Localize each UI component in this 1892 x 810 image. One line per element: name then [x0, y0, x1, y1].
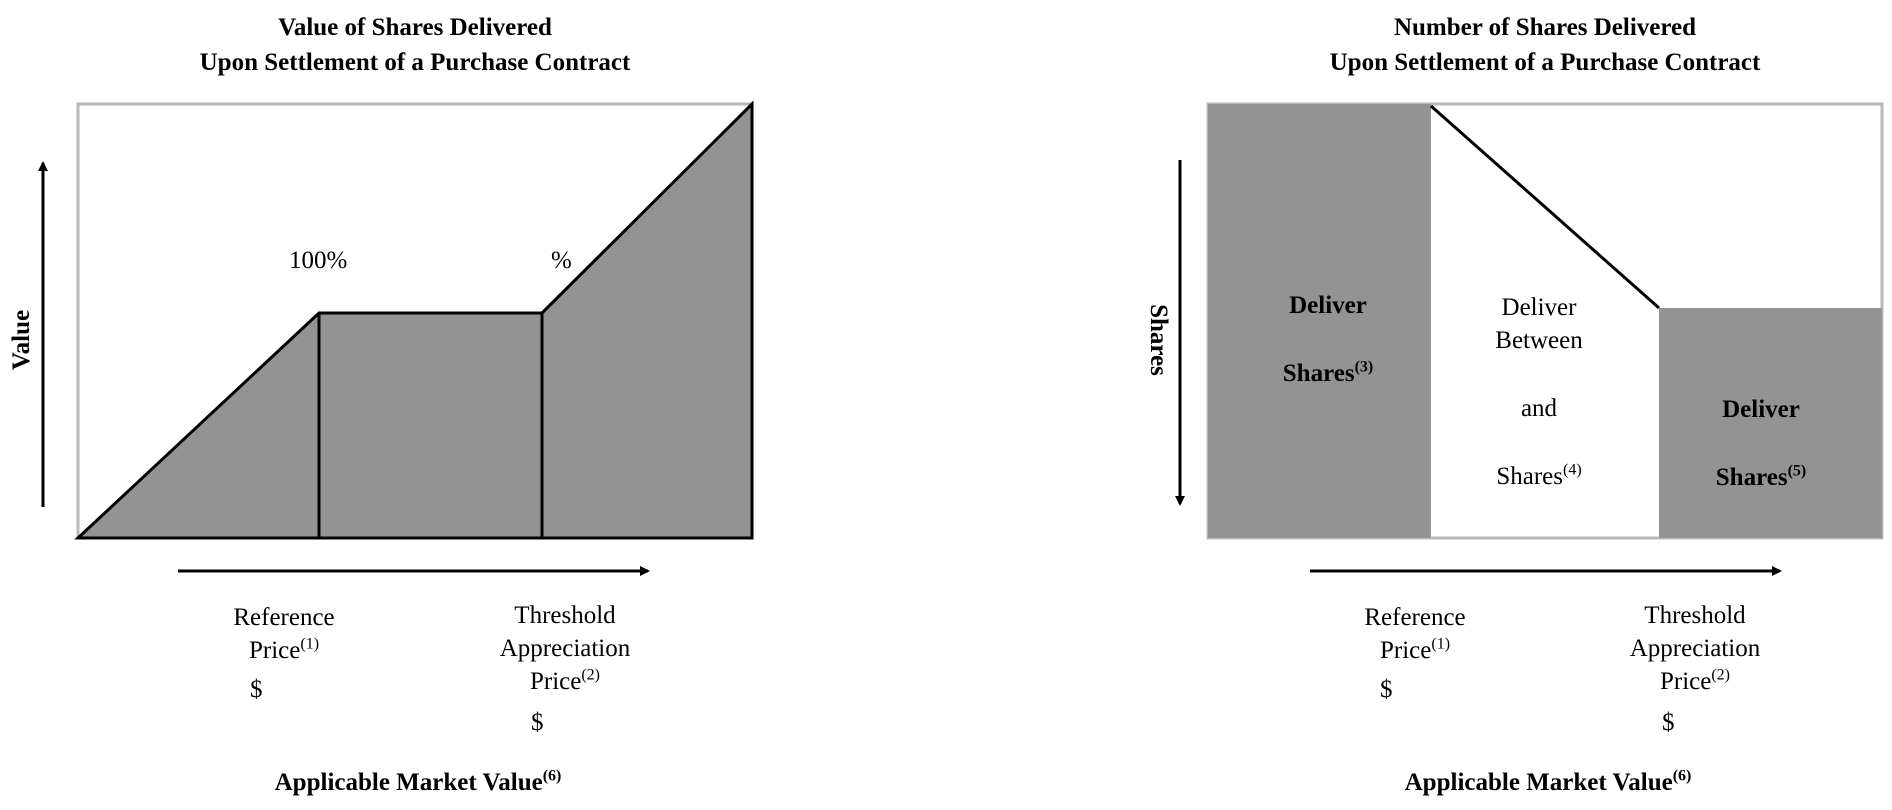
- region1-note: (3): [1354, 358, 1374, 376]
- right-threshold-price-value: $: [1662, 709, 1675, 736]
- right-y-axis-label: Shares: [1145, 304, 1172, 376]
- right-x-axis-label: Applicable Market Value(6): [1405, 766, 1692, 799]
- left-thr-line1: Threshold: [514, 602, 616, 629]
- left-thr-line3: Price: [529, 668, 582, 695]
- left-x-axis-note: (6): [542, 767, 562, 785]
- left-x-axis-text: Applicable Market Value: [274, 769, 543, 796]
- left-y-axis-label: Value: [8, 309, 35, 371]
- label-100-percent: 100%: [289, 247, 348, 274]
- right-ref-line2: Price: [1379, 637, 1432, 664]
- region2-line4: Shares: [1496, 463, 1563, 490]
- right-region-2-label: Deliver Between and Shares(4): [1495, 291, 1582, 493]
- right-x-axis-note: (6): [1672, 767, 1692, 785]
- region2-line1: Deliver: [1501, 294, 1577, 321]
- right-region-1: [1208, 104, 1431, 538]
- right-region-3: [1659, 308, 1882, 538]
- region2-line2: Between: [1495, 327, 1583, 354]
- right-reference-price: Reference Price(1): [1364, 601, 1465, 667]
- region1-line1: Deliver: [1289, 292, 1367, 319]
- left-title-line2: Upon Settlement of a Purchase Contract: [199, 49, 631, 76]
- right-thr-line3: Price: [1659, 668, 1712, 695]
- left-title-line1: Value of Shares Delivered: [278, 14, 552, 41]
- right-title-line1: Number of Shares Delivered: [1393, 14, 1697, 41]
- region3-note: (5): [1787, 462, 1807, 480]
- left-ref-line2: Price: [248, 637, 301, 664]
- left-x-axis-label: Applicable Market Value(6): [275, 766, 562, 799]
- region3-line1: Deliver: [1722, 396, 1800, 423]
- right-ref-note: (1): [1431, 635, 1451, 653]
- right-reference-price-value: $: [1380, 676, 1393, 703]
- left-value-area: [74, 100, 754, 540]
- region1-line2: Shares: [1282, 360, 1355, 387]
- region2-line3: and: [1520, 395, 1558, 422]
- left-ref-line1: Reference: [233, 604, 335, 631]
- right-declining-line: [1430, 104, 1660, 310]
- left-thr-line2: Appreciation: [499, 635, 631, 662]
- right-chart-title: Number of Shares Delivered Upon Settleme…: [1330, 10, 1761, 80]
- right-threshold-price: Threshold Appreciation Price(2): [1630, 599, 1761, 698]
- left-thr-note: (2): [581, 666, 601, 684]
- left-threshold-price-value: $: [531, 709, 544, 736]
- left-reference-price: Reference Price(1): [233, 601, 334, 667]
- left-reference-price-value: $: [250, 676, 263, 703]
- region3-line2: Shares: [1715, 464, 1788, 491]
- right-thr-line1: Threshold: [1644, 602, 1746, 629]
- label-percent: %: [551, 247, 572, 274]
- right-region-1-label: Deliver Shares(3): [1283, 272, 1373, 408]
- right-ref-line1: Reference: [1364, 604, 1466, 631]
- region2-note: (4): [1563, 461, 1582, 479]
- left-ref-note: (1): [300, 635, 320, 653]
- right-region-3-label: Deliver Shares(5): [1716, 376, 1806, 512]
- right-title-line2: Upon Settlement of a Purchase Contract: [1329, 49, 1761, 76]
- right-x-axis-text: Applicable Market Value: [1404, 769, 1673, 796]
- left-chart-title: Value of Shares Delivered Upon Settlemen…: [200, 10, 631, 80]
- right-thr-line2: Appreciation: [1629, 635, 1761, 662]
- left-threshold-price: Threshold Appreciation Price(2): [500, 599, 631, 698]
- right-thr-note: (2): [1711, 666, 1731, 684]
